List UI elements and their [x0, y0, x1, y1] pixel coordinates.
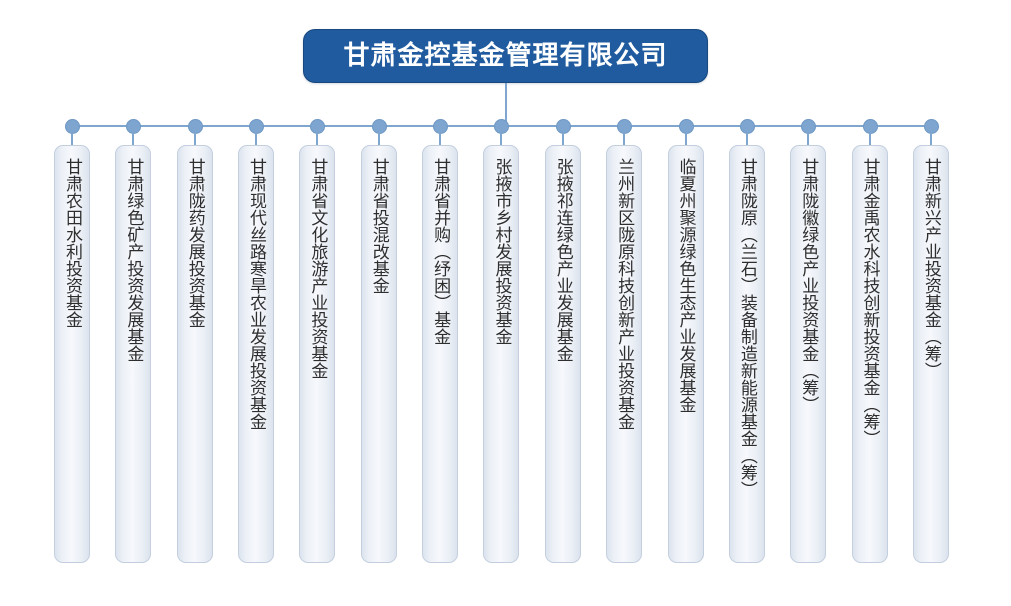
- root-node-label: 甘肃金控基金管理有限公司: [343, 41, 668, 71]
- node-stem-12: [745, 133, 748, 146]
- node-dot-7[interactable]: [433, 119, 449, 134]
- fund-node-1[interactable]: 甘肃农田水利投资基金: [54, 145, 90, 563]
- fund-node-label-8: 张掖市乡村发展投资基金: [491, 158, 512, 345]
- node-stem-8: [500, 133, 503, 146]
- node-dot-11[interactable]: [678, 119, 694, 134]
- fund-node-label-2: 甘肃绿色矿产投资发展基金: [123, 158, 144, 362]
- fund-node-3[interactable]: 甘肃陇药发展投资基金: [176, 145, 213, 563]
- node-stem-11: [684, 133, 687, 146]
- fund-node-label-3: 甘肃陇药发展投资基金: [184, 158, 205, 328]
- node-dot-12[interactable]: [739, 119, 755, 134]
- fund-node-label-6: 甘肃省投混改基金: [368, 158, 389, 294]
- node-stem-15: [929, 133, 932, 146]
- fund-node-12[interactable]: 甘肃陇原（兰石）装备制造新能源基金（筹）: [728, 145, 765, 563]
- fund-node-label-11: 临夏州聚源绿色生态产业发展基金: [675, 158, 696, 413]
- node-stem-7: [439, 133, 442, 146]
- fund-node-6[interactable]: 甘肃省投混改基金: [360, 145, 397, 563]
- node-dot-13[interactable]: [801, 119, 817, 134]
- fund-node-label-1: 甘肃农田水利投资基金: [62, 158, 82, 328]
- node-dot-6[interactable]: [371, 119, 387, 134]
- node-dot-14[interactable]: [862, 119, 878, 134]
- node-dot-2[interactable]: [126, 119, 142, 134]
- node-stem-13: [807, 133, 810, 146]
- node-stem-9: [561, 133, 564, 146]
- fund-node-9[interactable]: 张掖祁连绿色产业发展基金: [544, 145, 581, 563]
- fund-node-4[interactable]: 甘肃现代丝路寒旱农业发展投资基金: [238, 145, 275, 563]
- node-stem-5: [316, 133, 319, 146]
- node-stem-4: [255, 133, 258, 146]
- fund-node-10[interactable]: 兰州新区陇原科技创新产业投资基金: [606, 145, 643, 563]
- root-node[interactable]: 甘肃金控基金管理有限公司: [303, 29, 708, 83]
- fund-node-15[interactable]: 甘肃新兴产业投资基金（筹）: [912, 145, 949, 563]
- fund-node-13[interactable]: 甘肃陇徽绿色产业投资基金（筹）: [790, 145, 827, 563]
- node-dot-5[interactable]: [310, 119, 326, 134]
- node-dot-9[interactable]: [555, 119, 571, 134]
- node-dot-1[interactable]: [65, 119, 80, 134]
- node-dot-8[interactable]: [494, 119, 510, 134]
- fund-node-14[interactable]: 甘肃金禹农水科技创新投资基金（筹）: [851, 145, 888, 563]
- node-stem-14: [868, 133, 871, 146]
- fund-node-label-14: 甘肃金禹农水科技创新投资基金（筹）: [859, 158, 880, 447]
- fund-node-label-12: 甘肃陇原（兰石）装备制造新能源基金（筹）: [736, 158, 757, 498]
- node-dot-4[interactable]: [249, 119, 265, 134]
- node-stem-1: [71, 133, 73, 146]
- node-stem-2: [132, 133, 135, 146]
- fund-node-label-7: 甘肃省并购（纾困）基金: [430, 158, 451, 345]
- fund-node-2[interactable]: 甘肃绿色矿产投资发展基金: [115, 145, 152, 563]
- fund-node-label-5: 甘肃省文化旅游产业投资基金: [307, 158, 328, 379]
- fund-node-label-13: 甘肃陇徽绿色产业投资基金（筹）: [798, 158, 819, 413]
- node-dot-3[interactable]: [187, 119, 203, 134]
- node-dot-10[interactable]: [617, 119, 633, 134]
- node-stem-10: [623, 133, 626, 146]
- fund-node-label-4: 甘肃现代丝路寒旱农业发展投资基金: [246, 158, 267, 430]
- fund-node-8[interactable]: 张掖市乡村发展投资基金: [483, 145, 520, 563]
- fund-node-label-10: 兰州新区陇原科技创新产业投资基金: [614, 158, 635, 430]
- fund-node-label-9: 张掖祁连绿色产业发展基金: [552, 158, 573, 362]
- trunk-connector: [505, 83, 507, 126]
- fund-node-11[interactable]: 临夏州聚源绿色生态产业发展基金: [667, 145, 704, 563]
- fund-node-7[interactable]: 甘肃省并购（纾困）基金: [422, 145, 459, 563]
- node-stem-3: [193, 133, 196, 146]
- node-stem-6: [377, 133, 380, 146]
- fund-node-5[interactable]: 甘肃省文化旅游产业投资基金: [299, 145, 336, 563]
- fund-node-label-15: 甘肃新兴产业投资基金（筹）: [920, 158, 941, 379]
- node-dot-15[interactable]: [923, 119, 939, 134]
